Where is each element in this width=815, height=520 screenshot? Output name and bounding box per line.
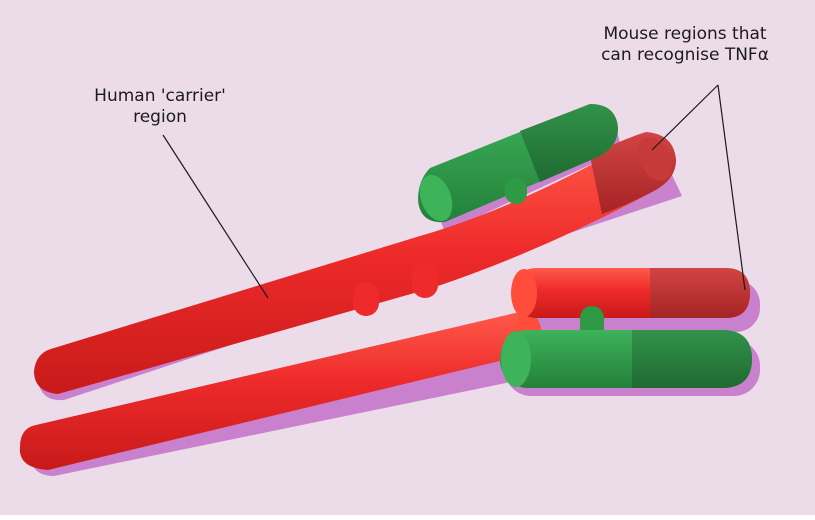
mouse-regions-label-line1: Mouse regions that [560,24,810,45]
human-carrier-label: Human 'carrier' region [50,86,270,128]
human-carrier-label-line1: Human 'carrier' [50,86,270,107]
mouse-regions-label-line2: can recognise TNFα [560,45,810,66]
mouse-regions-label: Mouse regions that can recognise TNFα [560,24,810,66]
lower-light-chain [500,330,752,388]
mouse-leader-line-lower [718,85,745,290]
human-leader-line [163,135,268,298]
human-carrier-label-line2: region [50,107,270,128]
right-fab-heavy [511,268,750,318]
mouse-leader-line-upper [652,85,718,150]
